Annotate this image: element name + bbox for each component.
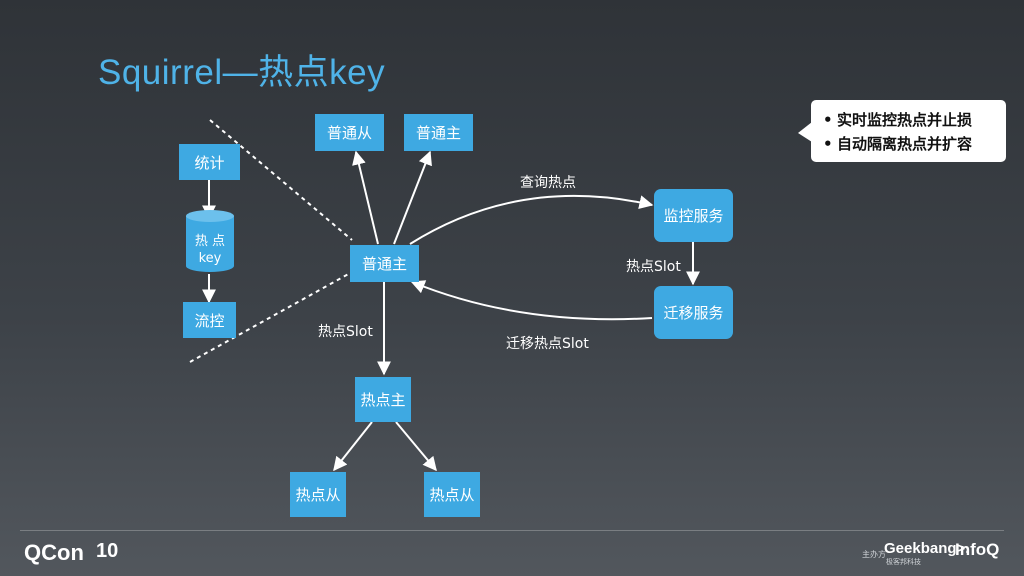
callout-item: •自动隔离热点并扩容 <box>823 132 1004 156</box>
stats-label: 统计 <box>194 153 225 172</box>
callout-box: •实时监控热点并止损 •自动隔离热点并扩容 <box>811 100 1006 162</box>
flow-control-label: 流控 <box>194 311 225 330</box>
migration-service-label: 迁移服务 <box>663 304 724 322</box>
host-label: 主办方 <box>862 550 886 559</box>
infoq-logo: InfoQ <box>955 540 1000 559</box>
hot-slave-right-label: 热点从 <box>429 486 475 504</box>
monitor-service-box: 监控服务 <box>654 189 733 242</box>
callout-item-text: 实时监控热点并止损 <box>837 111 973 129</box>
geekbang-logo: Geekbang>. <box>884 540 970 557</box>
hot-master-label: 热点主 <box>360 391 406 409</box>
geekbang-subtitle: 极客邦科技 <box>886 558 921 566</box>
arrow-hot-master-to-slave-left <box>333 421 373 472</box>
dashed-divider-lower <box>189 271 353 363</box>
normal-master-top-box: 普通主 <box>404 114 473 151</box>
edge-label-hot-slot-down: 热点Slot <box>318 324 373 340</box>
arrow-master-to-master-top <box>393 150 432 245</box>
normal-slave-box: 普通从 <box>315 114 384 151</box>
stats-box: 统计 <box>179 144 240 180</box>
edge-label-query-hot: 查询热点 <box>520 175 576 191</box>
page-title: Squirrel—热点key <box>98 53 386 92</box>
arrow-query-hot <box>409 194 654 245</box>
arrow-hot-master-to-slave-right <box>395 421 437 472</box>
callout-item: •实时监控热点并止损 <box>823 108 1004 132</box>
hot-key-label-line1: 热 点 <box>194 234 226 249</box>
hot-slave-right-box: 热点从 <box>424 472 480 517</box>
bullet-icon: • <box>823 135 833 153</box>
qcon-anniversary-logo: 10 <box>96 540 119 562</box>
hot-key-cylinder <box>186 210 234 272</box>
hot-key-label-line2: key <box>198 251 222 266</box>
normal-slave-label: 普通从 <box>326 124 372 142</box>
callout-item-text: 自动隔离热点并扩容 <box>837 135 973 153</box>
normal-master-top-label: 普通主 <box>415 124 461 142</box>
edge-label-hot-slot-right: 热点Slot <box>626 259 681 275</box>
migration-service-box: 迁移服务 <box>654 286 733 339</box>
monitor-service-label: 监控服务 <box>663 207 724 225</box>
qcon-logo: QCon <box>24 540 84 565</box>
edge-label-migrate-hot-slot: 迁移热点Slot <box>506 336 589 352</box>
footer-divider <box>20 530 1004 531</box>
arrow-migrate-hot-slot <box>410 280 653 321</box>
dashed-divider-upper <box>209 119 353 241</box>
hot-slave-left-label: 热点从 <box>295 486 341 504</box>
hot-slave-left-box: 热点从 <box>290 472 346 517</box>
normal-master-box: 普通主 <box>350 245 419 282</box>
bullet-icon: • <box>823 111 833 129</box>
arrow-master-to-slave <box>352 150 379 245</box>
callout-pointer <box>798 122 812 142</box>
hot-master-box: 热点主 <box>355 377 411 422</box>
normal-master-label: 普通主 <box>361 255 407 273</box>
flow-control-box: 流控 <box>183 302 236 338</box>
